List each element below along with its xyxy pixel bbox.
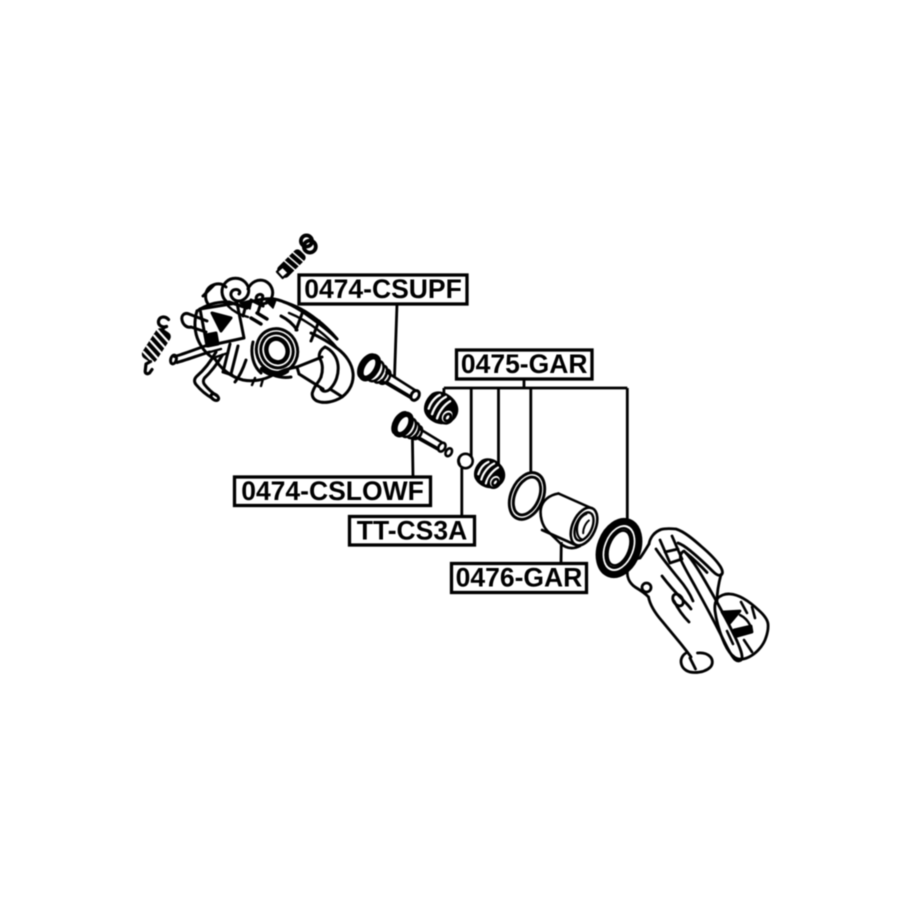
svg-text:TT-CS3A: TT-CS3A [357,516,467,546]
svg-text:0475-GAR: 0475-GAR [461,349,588,379]
svg-text:0476-GAR: 0476-GAR [456,563,583,593]
svg-text:0474-CSUPF: 0474-CSUPF [304,274,462,304]
svg-text:0474-CSLOWF: 0474-CSLOWF [241,476,424,506]
